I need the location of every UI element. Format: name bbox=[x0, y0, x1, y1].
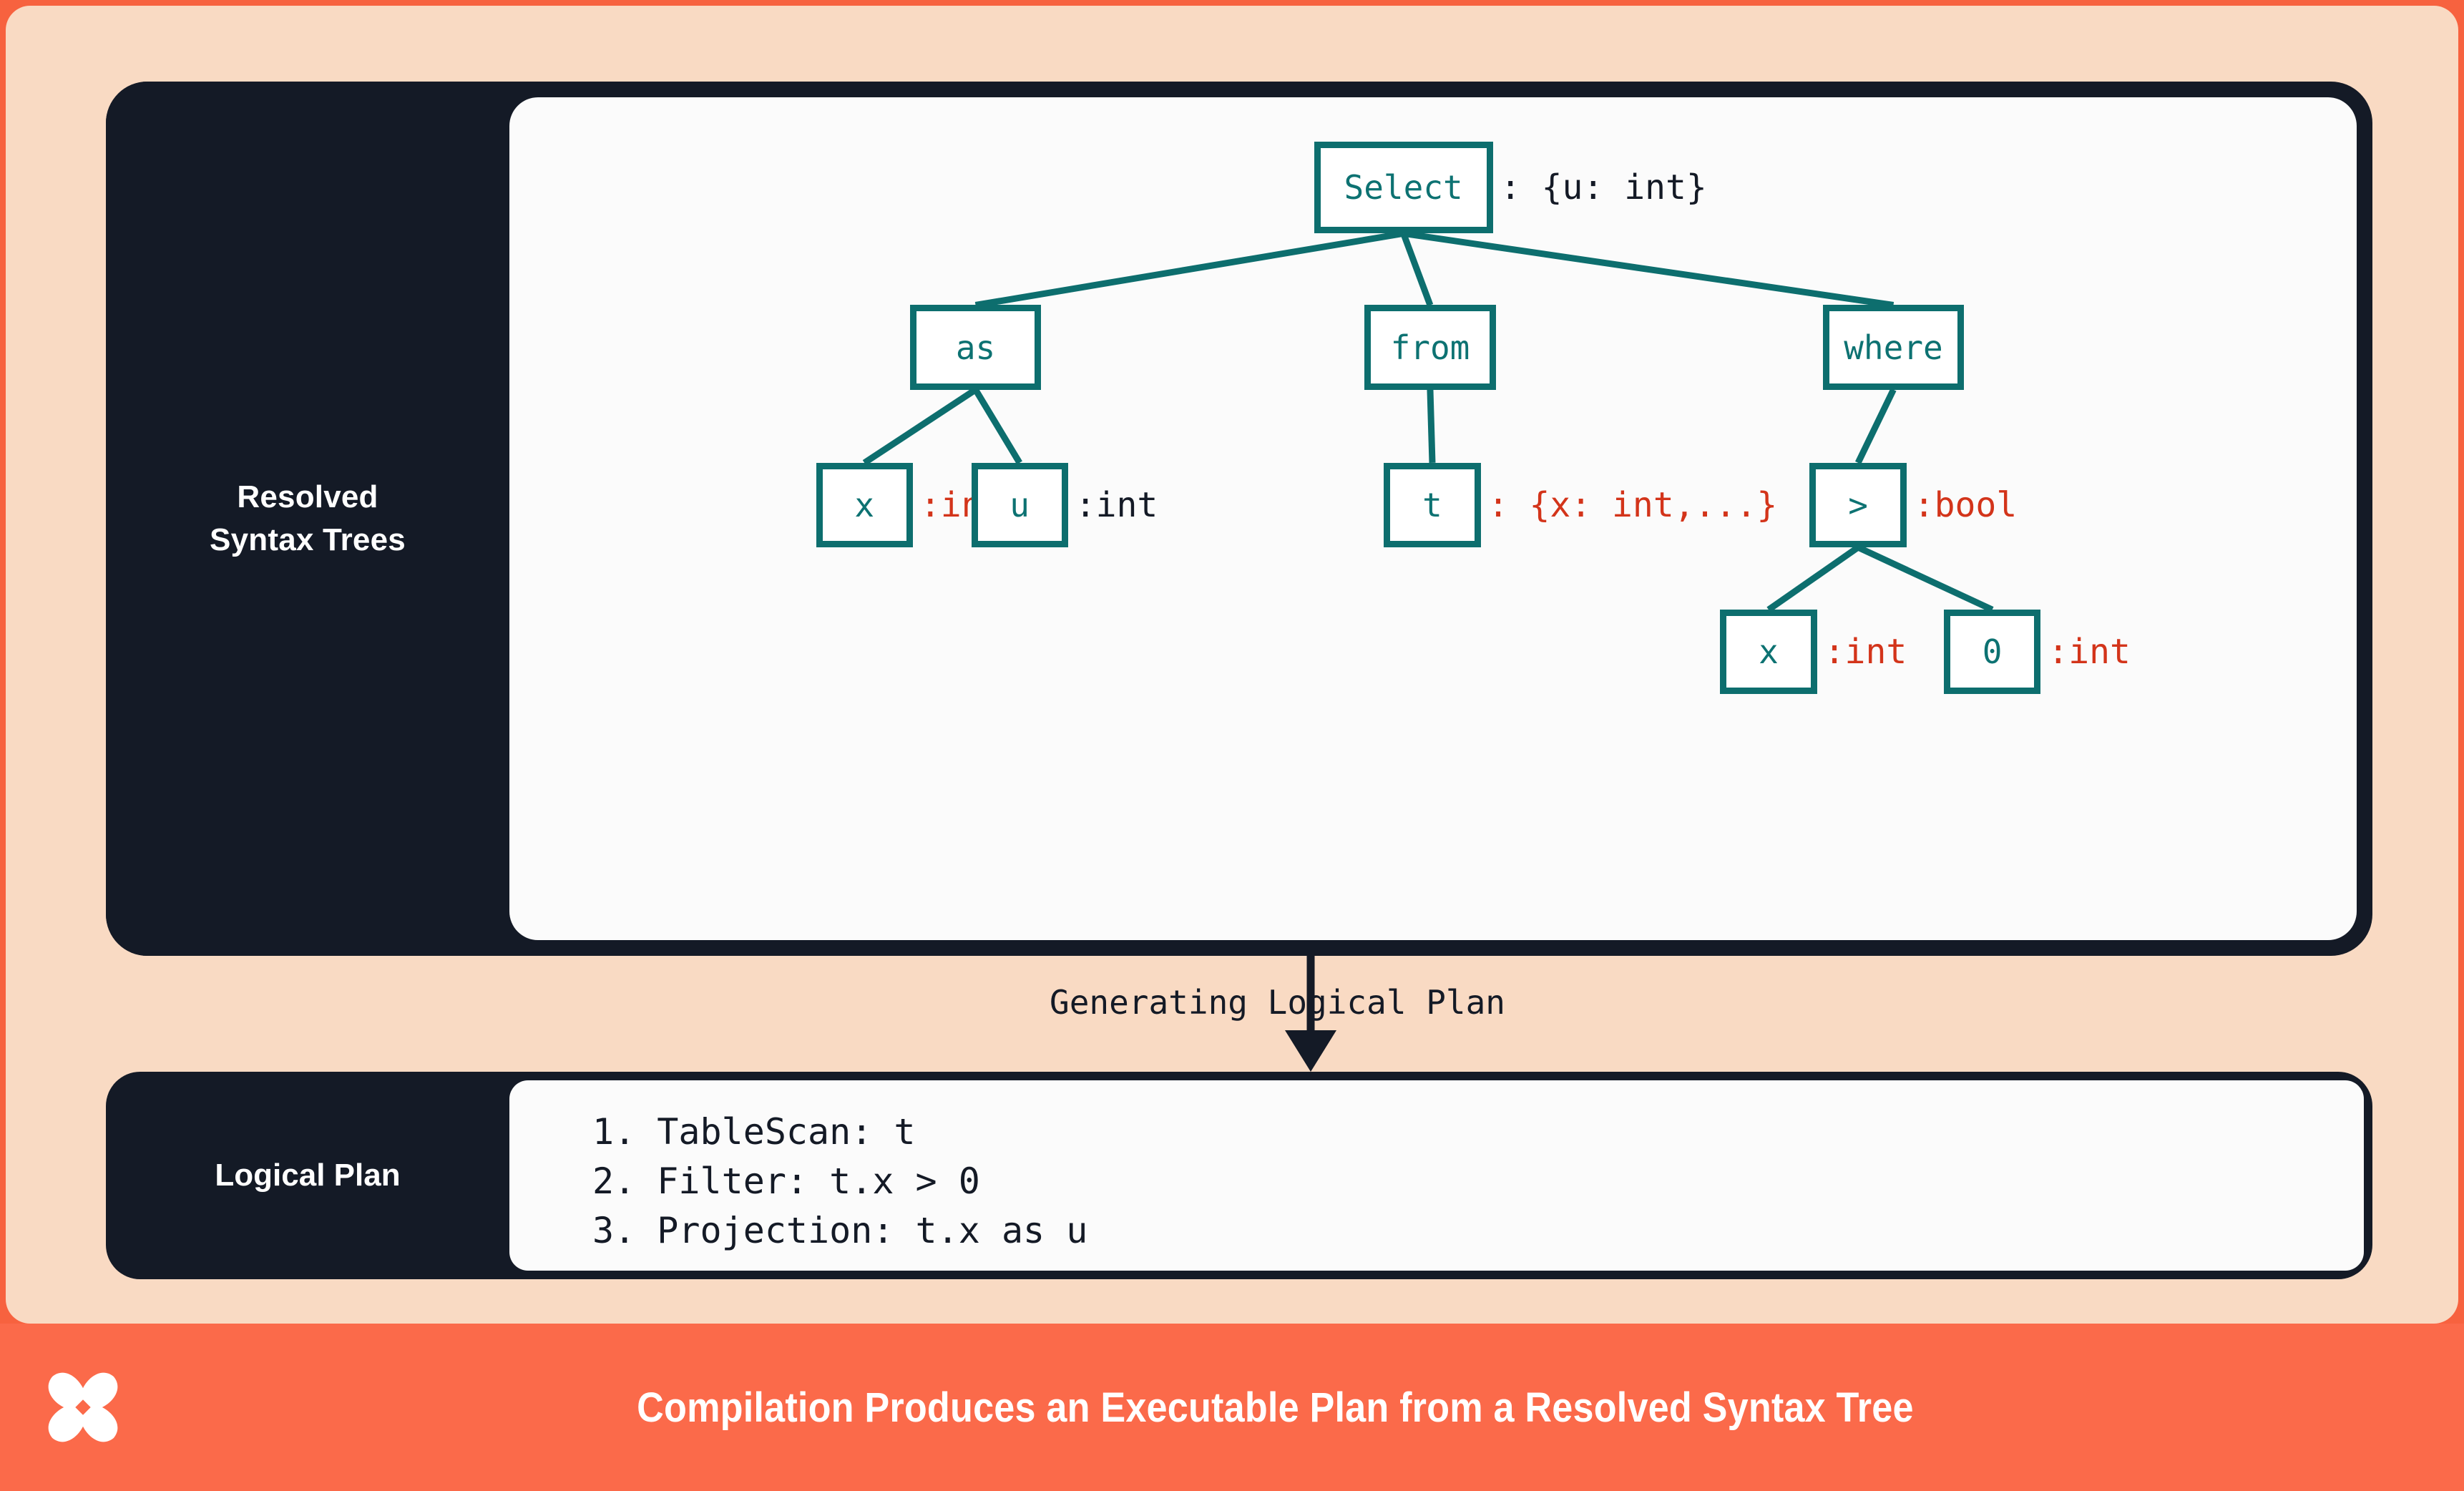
logical-plan-step-2: 2. Filter: t.x > 0 bbox=[592, 1160, 980, 1202]
resolved-syntax-trees-panel: Resolved Syntax Trees Select : {u: int} as… bbox=[106, 82, 2372, 956]
logical-plan-label: Logical Plan bbox=[215, 1158, 401, 1193]
tree-node-annotation-gt: :bool bbox=[1913, 484, 2018, 525]
syntax-tree: Select : {u: int} as from where x :int u :int t : … bbox=[509, 97, 2357, 940]
logical-plan-step-3: 3. Projection: t.x as u bbox=[592, 1210, 1088, 1251]
generating-logical-plan-arrow bbox=[1285, 942, 1336, 1072]
tree-node-label: 0 bbox=[1982, 632, 2003, 672]
tree-node-from-t: t bbox=[1384, 462, 1481, 548]
tree-edge-as-to-as-u bbox=[976, 390, 1020, 463]
tree-node-gt-x: x bbox=[1720, 610, 1817, 695]
tree-edge-select-to-where bbox=[1404, 233, 1894, 305]
tree-node-as: as bbox=[909, 305, 1042, 390]
tree-node-annotation-select: : {u: int} bbox=[1500, 167, 1707, 208]
tree-node-annotation-gt-x: :int bbox=[1824, 632, 1907, 673]
resolved-syntax-trees-sidebar: Resolved Syntax Trees bbox=[106, 82, 509, 956]
tree-node-label: x bbox=[854, 485, 875, 524]
tree-node-label: u bbox=[1009, 485, 1030, 524]
tree-node-annotation-gt-0: :int bbox=[2048, 632, 2131, 673]
tree-edge-select-to-as bbox=[976, 233, 1404, 305]
tree-node-label: Select bbox=[1344, 168, 1463, 207]
transition-label: Generating Logical Plan bbox=[1050, 983, 1505, 1022]
banner-title-text: Compilation Produces an Executable Plan … bbox=[636, 1384, 1914, 1431]
tree-edge-as-to-as-x bbox=[864, 390, 975, 463]
tree-node-from: from bbox=[1364, 305, 1496, 390]
butterfly-x-logo bbox=[33, 1359, 133, 1455]
tree-node-label: t bbox=[1422, 485, 1442, 524]
logical-plan-sidebar: Logical Plan bbox=[106, 1072, 509, 1279]
tree-node-select: Select bbox=[1314, 142, 1493, 234]
tree-node-label: > bbox=[1848, 485, 1868, 524]
tree-edge-from-to-from-t bbox=[1430, 390, 1432, 463]
logical-plan-step-1: 1. TableScan: t bbox=[592, 1111, 916, 1153]
tree-edge-gt-to-gt-x bbox=[1769, 547, 1858, 610]
tree-node-gt-0: 0 bbox=[1944, 610, 2041, 695]
banner-title: Compilation Produces an Executable Plan … bbox=[0, 1324, 2464, 1491]
tree-node-gt: > bbox=[1809, 462, 1907, 548]
tree-node-label: where bbox=[1844, 328, 1943, 367]
footer-banner: Compilation Produces an Executable Plan … bbox=[0, 1324, 2464, 1491]
resolved-syntax-trees-label: Resolved Syntax Trees bbox=[210, 476, 406, 562]
tree-edge-select-to-from bbox=[1404, 233, 1430, 305]
transition-arrow-area: Generating Logical Plan bbox=[106, 942, 2372, 1072]
logical-plan-panel: Logical Plan 1. TableScan: t 2. Filter: t… bbox=[106, 1072, 2372, 1279]
tree-node-as-x: x bbox=[816, 462, 913, 548]
tree-node-where: where bbox=[1822, 305, 1965, 390]
logical-plan-steps: 1. TableScan: t 2. Filter: t.x > 0 3. Proj… bbox=[509, 1080, 2364, 1271]
tree-edge-gt-to-gt-0 bbox=[1858, 547, 1993, 610]
syntax-tree-canvas: Select : {u: int} as from where x :int u :int t : … bbox=[509, 97, 2357, 940]
tree-edge-where-to-gt bbox=[1858, 390, 1893, 463]
tree-node-annotation-as-u: :int bbox=[1075, 484, 1158, 525]
tree-node-as-u: u bbox=[971, 462, 1068, 548]
syntax-tree-edges bbox=[509, 97, 2357, 940]
rst-label-line1: Resolved bbox=[237, 479, 378, 515]
rst-label-line2: Syntax Trees bbox=[210, 522, 406, 557]
page-background: Resolved Syntax Trees Select : {u: int} as… bbox=[6, 6, 2458, 1324]
tree-node-label: as bbox=[955, 328, 996, 367]
tree-node-label: from bbox=[1390, 328, 1470, 367]
tree-node-annotation-from-t: : {x: int,...} bbox=[1487, 484, 1778, 525]
tree-node-label: x bbox=[1759, 632, 1779, 672]
